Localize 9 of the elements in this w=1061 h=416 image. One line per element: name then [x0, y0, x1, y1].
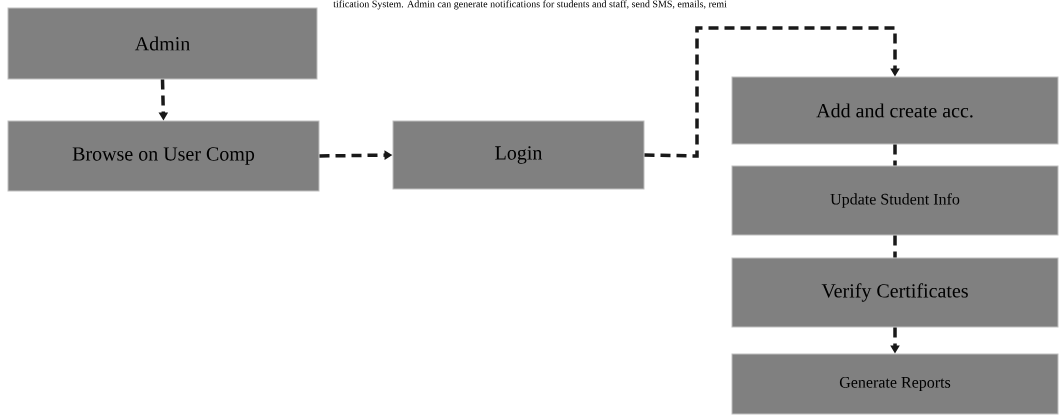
process-box: Update Student Info	[731, 165, 1059, 236]
process-box: Browse on User Comp	[7, 120, 320, 192]
process-box: Login	[392, 120, 645, 190]
arrow	[644, 26, 900, 158]
caption-text: tification System. Admin can generate notifications for students and staff, send SMS, emails, remi	[333, 0, 727, 10]
process-box: Verify Certificates	[731, 257, 1059, 328]
process-box: Generate Reports	[731, 353, 1059, 415]
process-box: Add and create acc.	[731, 76, 1059, 145]
process-box: Admin	[7, 7, 318, 80]
